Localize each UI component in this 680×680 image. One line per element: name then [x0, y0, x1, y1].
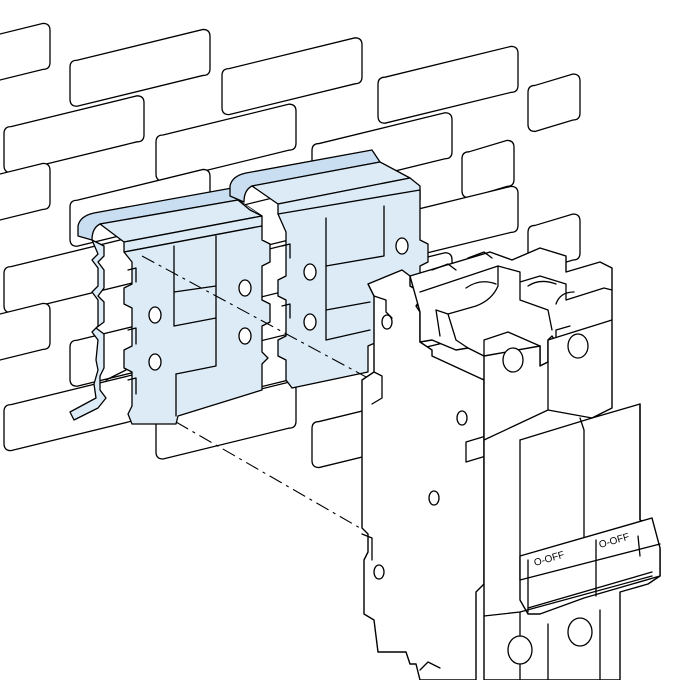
- plate-slot: [377, 45, 519, 124]
- plate-slot: [3, 95, 145, 174]
- adapter-plate-left: [99, 199, 271, 425]
- plate-slot: [461, 139, 515, 199]
- alignment-lines: [141, 255, 369, 529]
- plate-slot: [0, 162, 51, 221]
- circuit-breaker: O-OFF O-OFF: [361, 247, 661, 680]
- plate-slot: [69, 28, 211, 107]
- plate-slot: [0, 22, 51, 81]
- plate-slot: [0, 302, 51, 361]
- adapter-plate-right: [251, 161, 429, 389]
- plate-slot: [3, 235, 145, 314]
- plate-slot: [221, 37, 363, 116]
- plate-slot: [527, 73, 581, 133]
- plate-slot: [155, 103, 297, 182]
